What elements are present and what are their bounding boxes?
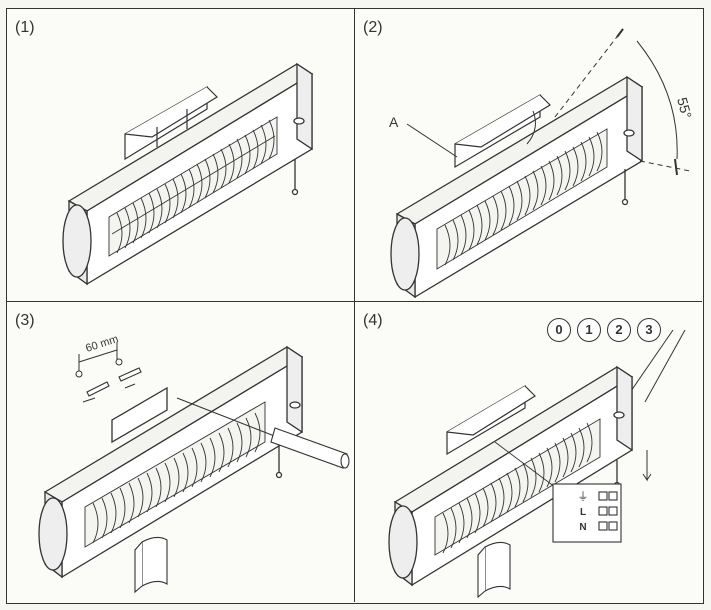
switch-position-2: 2 bbox=[607, 318, 631, 342]
heater-grille bbox=[434, 418, 601, 556]
tilt-angle-label: 55° bbox=[674, 96, 695, 121]
wall-bracket-detail bbox=[477, 541, 511, 599]
dimension-label: 60 mm bbox=[84, 333, 120, 355]
wall-mounting-illustration: 60 mm bbox=[38, 333, 350, 594]
mounting-dimension bbox=[75, 342, 123, 378]
step-label: (2) bbox=[363, 19, 383, 36]
tilt-angle-indicator bbox=[406, 28, 691, 176]
panel-step-3: (3) 60 mm bbox=[7, 302, 355, 602]
screwdriver bbox=[176, 397, 350, 469]
terminal-earth-label: ⏚ bbox=[578, 490, 589, 503]
step-label: (4) bbox=[363, 312, 383, 329]
terminal-block bbox=[552, 483, 622, 543]
wall-bracket-detail bbox=[134, 536, 168, 594]
panel-step-2: (2) bbox=[355, 9, 702, 302]
step-label: (3) bbox=[15, 312, 35, 329]
panel-step-4: (4) 0 1 2 3 bbox=[355, 302, 702, 602]
panel-step-1: (1) bbox=[7, 9, 355, 302]
part-label-a: A bbox=[389, 114, 399, 130]
switch-position-1: 1 bbox=[577, 318, 601, 342]
heater-grille bbox=[84, 401, 266, 548]
switch-position-0: 0 bbox=[547, 318, 571, 342]
heater-illustration bbox=[62, 62, 314, 286]
switch-position-3: 3 bbox=[637, 318, 661, 342]
wall-bracket bbox=[446, 384, 536, 456]
electrical-connection-illustration: ⏚ L N bbox=[388, 329, 686, 599]
wall-bracket bbox=[124, 85, 218, 161]
screws-and-plugs bbox=[82, 367, 142, 403]
switch-positions: 0 1 2 3 bbox=[547, 318, 661, 342]
terminal-neutral-label: N bbox=[579, 522, 586, 533]
heater-grille bbox=[436, 128, 608, 270]
heater-grille bbox=[108, 116, 278, 257]
heater-tilt-illustration: 55° A bbox=[389, 28, 695, 299]
step-label: (1) bbox=[15, 19, 35, 36]
terminal-live-label: L bbox=[580, 507, 586, 518]
wall-bracket bbox=[454, 93, 551, 169]
instruction-sheet: (1) (2) bbox=[6, 8, 704, 604]
